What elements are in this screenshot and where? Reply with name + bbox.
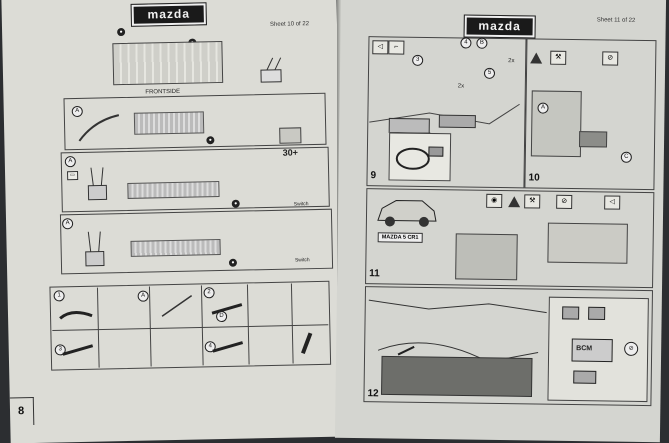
mazda-logo-left: mazda [130, 2, 207, 27]
connector-plug-drawing [260, 57, 282, 83]
warning-triangle-icon [530, 52, 543, 64]
step-9-number: 9 [370, 170, 377, 182]
frontside-label: FRONTSIDE [145, 88, 181, 96]
left-page: mazda Sheet 10 of 22 ● ● FRONTSIDE A ● 3… [1, 0, 346, 443]
fuse-area-drawing [547, 222, 628, 264]
dash-interior-inset [455, 233, 518, 281]
sub-step-4: 4 [460, 37, 472, 49]
car-model-label: MAZDA 5 CR1 [377, 232, 423, 243]
fuse-box-diagram [112, 40, 224, 86]
step-11-icon-5: ◁ [604, 195, 621, 210]
wire-tag-2a: ▭ [67, 170, 78, 181]
dashboard-wiring-drawing [369, 103, 520, 174]
instrument-panel-drawing [530, 90, 582, 158]
warning-triangle-icon-2 [508, 196, 521, 208]
wire-curve-1 [78, 114, 120, 142]
right-page: mazda Sheet 11 of 22 ◁ ⌐ 3 4 B 5 2x 2x 9… [334, 0, 667, 443]
wrench-icon: ⚒ [550, 50, 567, 65]
mazda-logo-right: mazda [463, 14, 536, 39]
car-drawing [377, 200, 437, 227]
connector-strip-3 [130, 239, 221, 257]
bcm-connectors [562, 306, 613, 384]
relay-module [279, 127, 302, 144]
sheet-number-right: Sheet 11 of 22 [596, 17, 636, 24]
sub-step-b: B [476, 37, 488, 49]
page-number-left: 8 [17, 405, 25, 418]
switch-label-1: Switch [293, 201, 309, 208]
step-11-icon-4: ⊘ [556, 194, 573, 209]
step-10-number: 10 [528, 172, 540, 184]
connector-strip-1 [133, 111, 205, 135]
back-arrow-icon: ◁ [372, 40, 389, 55]
callout-1: ● [117, 27, 126, 37]
step-9-key-icon: ⌐ [388, 40, 405, 55]
sub-step-c: C [620, 151, 632, 163]
module-drawing [578, 131, 608, 148]
switch-label-2: Switch [294, 257, 310, 264]
grid-wires [52, 283, 329, 368]
step-12-number: 12 [367, 388, 379, 400]
no-swap-icon: ⊘ [624, 341, 639, 356]
twox-label-1: 2x [508, 58, 515, 65]
no-tool-icon: ⊘ [602, 51, 619, 66]
step-11-number: 11 [369, 268, 380, 280]
step-11-icon-1: ◉ [486, 193, 503, 209]
sub-step-3: 3 [412, 54, 424, 66]
under-dash-drawing [368, 299, 547, 397]
harness-coil [395, 146, 444, 170]
plug-drawing-2 [87, 167, 108, 201]
bcm-label: BCM [576, 345, 593, 353]
sheet-number-left: Sheet 10 of 22 [269, 21, 310, 28]
sub-step-a-10: A [537, 102, 549, 114]
step-11-icon-3: ⚒ [524, 194, 541, 209]
plug-drawing-3 [85, 231, 105, 267]
connector-strip-2 [127, 181, 220, 199]
